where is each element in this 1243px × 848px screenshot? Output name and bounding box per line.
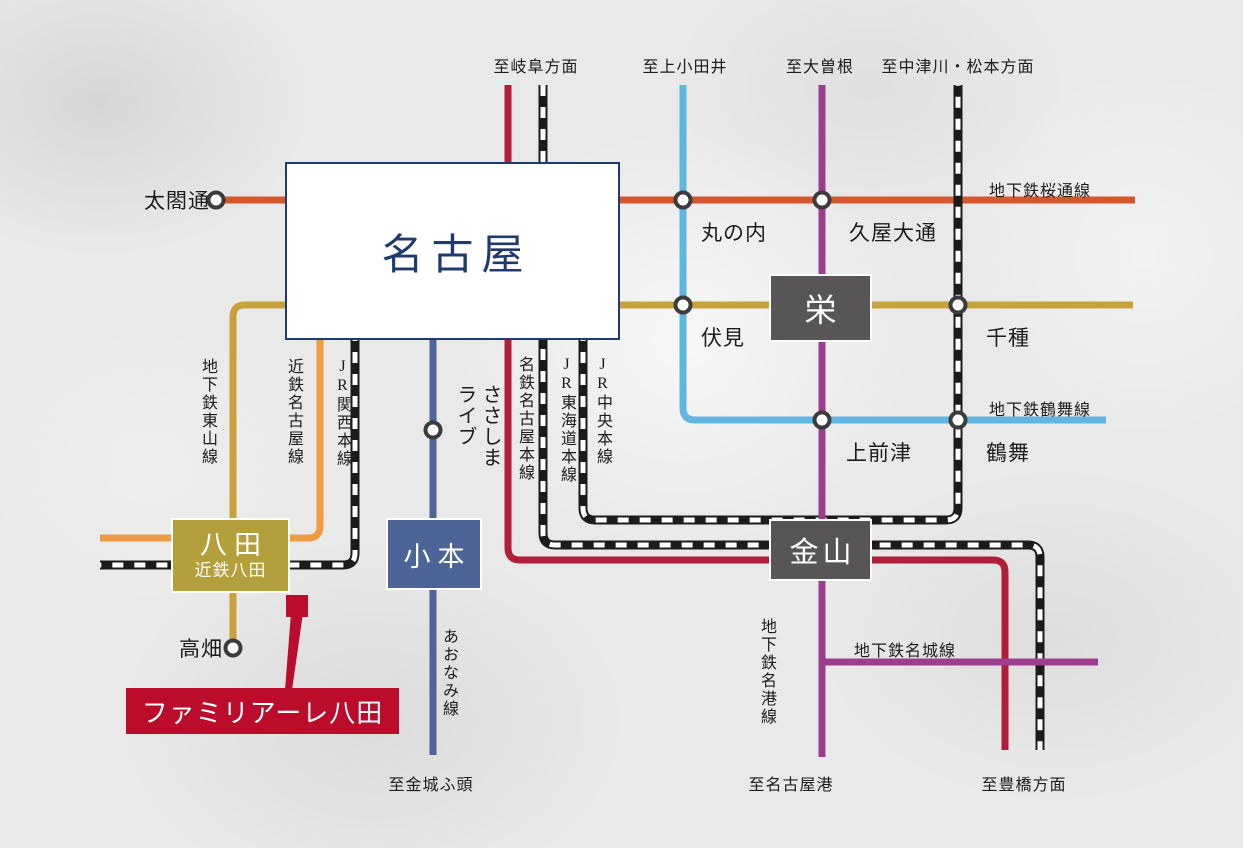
meitetsu-line-label: 名鉄名古屋本線 xyxy=(516,356,533,482)
station-dot-sasashima-live xyxy=(423,420,443,440)
kintetsu-line-label: 近鉄名古屋線 xyxy=(285,358,302,466)
station-label-kamimaezu: 上前津 xyxy=(846,441,912,465)
kanayama-station-box: 金山 xyxy=(769,519,872,581)
station-dot-fushimi xyxy=(673,295,693,315)
station-label-sasashima-live: ささしま ライブ xyxy=(454,384,501,468)
property-name-box: ファミリアーレ八田 xyxy=(126,688,399,734)
station-dot-taikodori xyxy=(206,190,226,210)
meijo-line-label: 地下鉄名城線 xyxy=(853,643,957,660)
direction-toyohashi: 至豊橋方面 xyxy=(981,777,1067,794)
nagoya-station-box: 名古屋 xyxy=(285,162,620,340)
direction-kinjo-futo: 至金城ふ頭 xyxy=(388,777,474,794)
jr-tokaido-line-label: JR東海道本線 xyxy=(558,356,575,484)
station-dot-hisaya-odori xyxy=(812,190,832,210)
kintetsu-hatta-station-label: 近鉄八田 xyxy=(194,561,267,581)
station-label-hisaya-odori: 久屋大通 xyxy=(849,221,937,245)
aonami-line-label: あおなみ線 xyxy=(440,628,457,718)
sakae-station-label: 栄 xyxy=(804,292,837,328)
station-dot-takabata xyxy=(223,638,243,658)
station-label-fushimi: 伏見 xyxy=(701,326,745,350)
station-label-taikodori: 太閤通 xyxy=(144,189,210,213)
property-marker-icon xyxy=(286,595,308,617)
higashiyama-subway-line xyxy=(229,301,1133,652)
station-dot-kamimaezu xyxy=(812,410,832,430)
direction-ozone: 至大曽根 xyxy=(785,59,855,76)
station-dot-chikusa xyxy=(948,295,968,315)
komoto-station-box: 小本 xyxy=(386,518,482,590)
jr-chuo-line-label: JR中央本線 xyxy=(594,356,611,466)
station-label-chikusa: 千種 xyxy=(986,326,1030,350)
direction-kami-otai: 至上小田井 xyxy=(642,59,728,76)
jr-kansai-line-label: JR関西本線 xyxy=(334,358,351,468)
nagoya-station-label: 名古屋 xyxy=(381,232,532,279)
station-label-tsurumai: 鶴舞 xyxy=(986,441,1030,465)
station-dot-marunouchi xyxy=(673,190,693,210)
property-pointer xyxy=(285,613,303,690)
station-dot-tsurumai xyxy=(948,410,968,430)
hatta-station-box: 八田 近鉄八田 xyxy=(171,518,290,593)
direction-nakatsugawa-matsumoto: 至中津川・松本方面 xyxy=(881,59,1035,76)
sakae-station-box: 栄 xyxy=(769,274,872,342)
station-label-takabata: 高畑 xyxy=(179,637,223,661)
meitetsu-nagoya-line xyxy=(504,85,1009,750)
komoto-station-label: 小本 xyxy=(403,541,472,572)
direction-gifu: 至岐阜方面 xyxy=(493,59,579,76)
station-label-marunouchi: 丸の内 xyxy=(701,221,767,245)
kintetsu-nagoya-line xyxy=(100,330,324,542)
property-name-label: ファミリアーレ八田 xyxy=(141,698,384,728)
higashiyama-line-label: 地下鉄東山線 xyxy=(199,358,216,466)
hatta-station-label: 八田 xyxy=(200,530,268,561)
tsurumai-line-label: 地下鉄鶴舞線 xyxy=(988,402,1092,419)
sakuradori-line-label: 地下鉄桜通線 xyxy=(988,183,1092,200)
tsurumai-subway-line xyxy=(679,85,1106,424)
direction-nagoya-ko: 至名古屋港 xyxy=(748,777,834,794)
meiko-line-label: 地下鉄名港線 xyxy=(758,618,775,726)
kanayama-station-label: 金山 xyxy=(789,537,856,569)
